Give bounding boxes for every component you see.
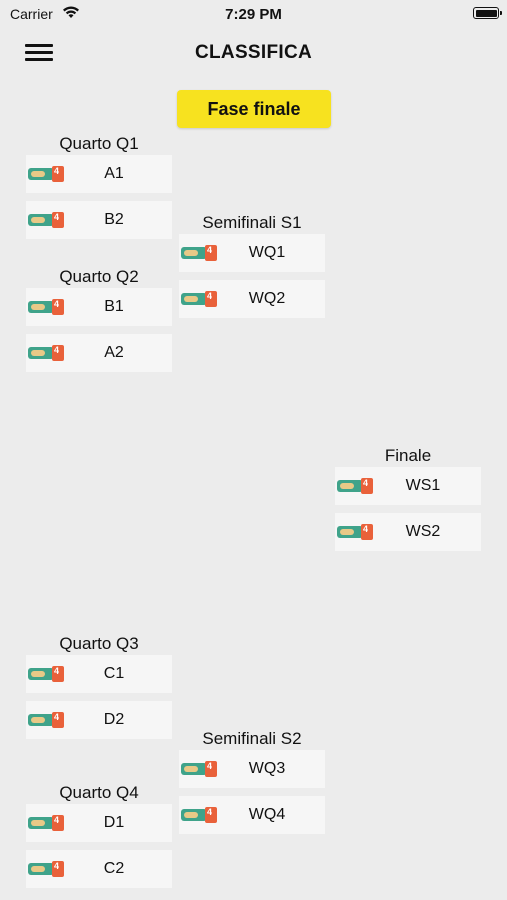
hamburger-icon: [25, 58, 53, 61]
match-q4: Quarto Q4 D1 C2: [26, 782, 172, 888]
team-name: D2: [103, 711, 125, 728]
match-title: Quarto Q1: [59, 134, 139, 153]
team-slot[interactable]: B1: [26, 288, 172, 326]
match-final: Finale WS1 WS2: [335, 445, 481, 551]
wifi-icon: [63, 6, 79, 18]
status-bar: Carrier 7:29 PM: [0, 0, 507, 28]
hamburger-icon: [25, 44, 53, 47]
team-name: WQ1: [248, 244, 286, 261]
team-name: B2: [104, 211, 124, 228]
match-title: Quarto Q4: [59, 783, 139, 802]
ticket-badge-icon: [181, 761, 217, 777]
team-name: C2: [103, 860, 125, 877]
ticket-badge-icon: [337, 478, 373, 494]
ticket-badge-icon: [28, 815, 64, 831]
ticket-badge-icon: [337, 524, 373, 540]
team-slot[interactable]: WS2: [335, 513, 481, 551]
team-slot[interactable]: WQ1: [179, 234, 325, 272]
match-q3: Quarto Q3 C1 D2: [26, 633, 172, 739]
hamburger-icon: [25, 51, 53, 54]
match-title: Semifinali S1: [202, 213, 302, 232]
menu-button[interactable]: [25, 44, 53, 62]
team-slot[interactable]: WQ3: [179, 750, 325, 788]
ticket-badge-icon: [28, 861, 64, 877]
team-name: C1: [103, 665, 125, 682]
team-slot[interactable]: D1: [26, 804, 172, 842]
team-slot[interactable]: A2: [26, 334, 172, 372]
match-title: Finale: [384, 446, 432, 465]
team-name: A2: [104, 344, 124, 361]
match-title: Quarto Q3: [59, 634, 139, 653]
team-name: WS2: [405, 523, 441, 540]
team-slot[interactable]: C1: [26, 655, 172, 693]
ticket-badge-icon: [28, 299, 64, 315]
page-title: CLASSIFICA: [195, 42, 312, 63]
team-name: B1: [104, 298, 124, 315]
ticket-badge-icon: [181, 807, 217, 823]
team-name: A1: [104, 165, 124, 182]
team-name: WS1: [405, 477, 441, 494]
phase-button[interactable]: Fase finale: [177, 90, 331, 128]
ticket-badge-icon: [28, 166, 64, 182]
team-slot[interactable]: WQ2: [179, 280, 325, 318]
team-name: WQ4: [248, 806, 286, 823]
team-slot[interactable]: WS1: [335, 467, 481, 505]
ticket-badge-icon: [28, 666, 64, 682]
match-q2: Quarto Q2 B1 A2: [26, 266, 172, 372]
team-slot[interactable]: WQ4: [179, 796, 325, 834]
match-s2: Semifinali S2 WQ3 WQ4: [179, 728, 325, 834]
team-slot[interactable]: C2: [26, 850, 172, 888]
match-s1: Semifinali S1 WQ1 WQ2: [179, 212, 325, 318]
battery-icon: [473, 7, 502, 19]
team-name: D1: [103, 814, 125, 831]
clock: 7:29 PM: [225, 6, 282, 23]
team-name: WQ3: [248, 760, 286, 777]
ticket-badge-icon: [28, 345, 64, 361]
team-name: WQ2: [248, 290, 286, 307]
team-slot[interactable]: B2: [26, 201, 172, 239]
carrier-label: Carrier: [10, 6, 53, 22]
match-title: Semifinali S2: [202, 729, 302, 748]
ticket-badge-icon: [28, 712, 64, 728]
ticket-badge-icon: [181, 291, 217, 307]
team-slot[interactable]: A1: [26, 155, 172, 193]
match-title: Quarto Q2: [59, 267, 139, 286]
match-q1: Quarto Q1 A1 B2: [26, 133, 172, 239]
team-slot[interactable]: D2: [26, 701, 172, 739]
ticket-badge-icon: [28, 212, 64, 228]
ticket-badge-icon: [181, 245, 217, 261]
